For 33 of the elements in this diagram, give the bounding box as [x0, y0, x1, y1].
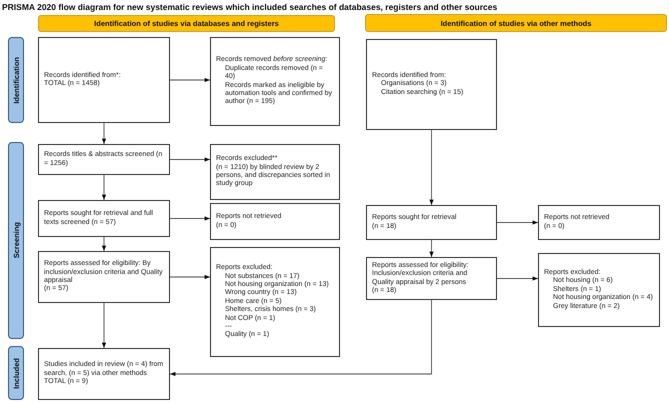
process-box: [538, 253, 660, 327]
arrow: [429, 130, 434, 206]
section-header-band: [38, 15, 335, 32]
process-box: [38, 348, 170, 400]
arrow: [496, 220, 538, 225]
process-box: [366, 39, 497, 130]
process-box: [538, 205, 660, 240]
arrow: [170, 274, 210, 280]
diagram-title: PRISMA 2020 flow diagram for new systematic reviews which included searches of databases, registers and other sources: [2, 2, 498, 12]
arrow: [102, 174, 106, 200]
process-box: [210, 144, 340, 200]
section-header-band: [365, 14, 667, 32]
arrow: [170, 216, 210, 221]
process-box: [38, 37, 170, 123]
phase-label-bar: [8, 142, 24, 339]
arrow: [102, 236, 106, 252]
phase-label-bar: [8, 37, 24, 123]
process-box: [366, 257, 497, 300]
arrow: [170, 157, 210, 162]
arrow: [496, 276, 538, 281]
phase-label-bar: [8, 346, 24, 400]
process-box: [38, 200, 170, 237]
process-box: [38, 251, 170, 303]
arrow: [102, 302, 106, 348]
process-box: [210, 203, 340, 240]
arrow: [170, 78, 210, 82]
process-box: [38, 144, 170, 175]
process-box: [210, 37, 340, 126]
process-box: [210, 247, 340, 357]
arrow: [102, 122, 106, 144]
arrow: [170, 300, 432, 376]
arrow: [429, 240, 434, 258]
process-box: [366, 205, 497, 240]
